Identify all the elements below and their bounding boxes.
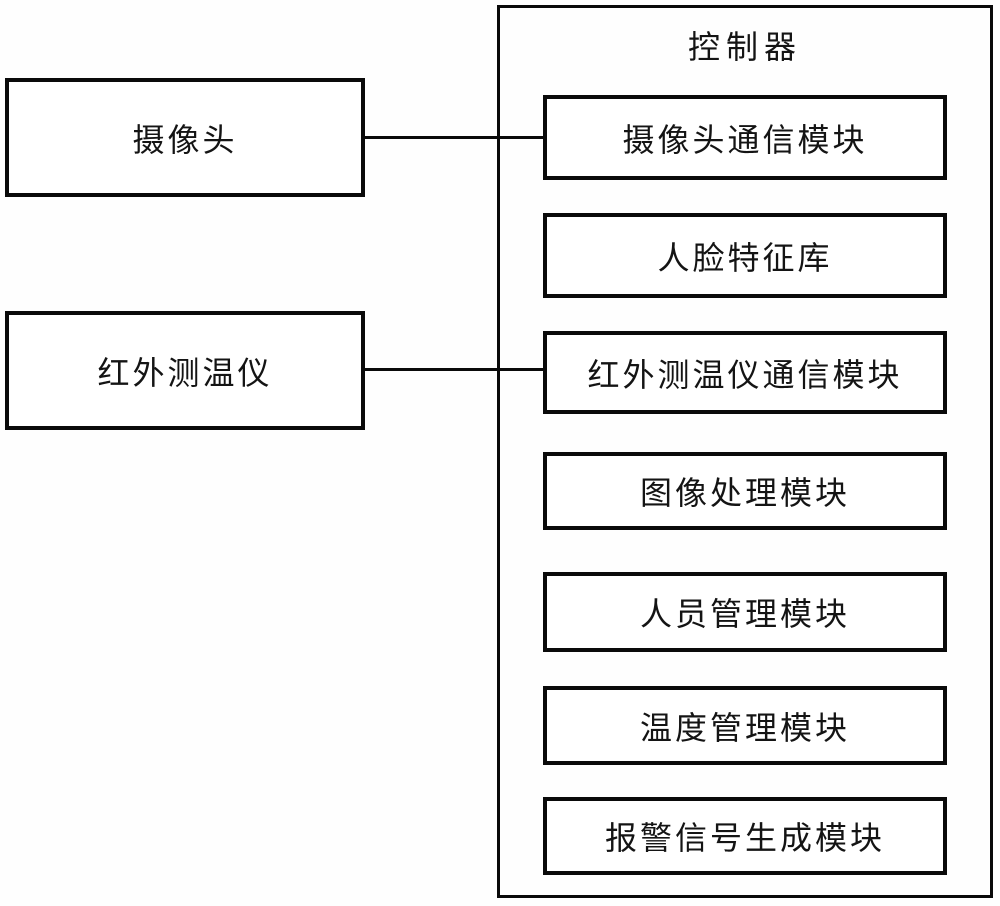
module-box-infrared-communication: 红外测温仪通信模块: [543, 331, 947, 414]
module-box-alarm-signal-generation: 报警信号生成模块: [543, 797, 947, 875]
module-label-temperature-management: 温度管理模块: [639, 709, 850, 746]
module-box-temperature-management: 温度管理模块: [543, 686, 947, 765]
module-label-infrared-communication: 红外测温仪通信模块: [587, 356, 903, 393]
connector-line-infrared-to-module: [365, 368, 543, 371]
controller-title: 控制器: [687, 29, 802, 65]
device-box-infrared-thermometer: 红外测温仪: [5, 311, 365, 430]
module-box-personnel-management: 人员管理模块: [543, 572, 947, 652]
module-box-face-feature-library: 人脸特征库: [543, 213, 947, 298]
module-box-camera-communication: 摄像头通信模块: [543, 95, 947, 180]
module-box-image-processing: 图像处理模块: [543, 452, 947, 530]
device-label-camera: 摄像头: [132, 121, 238, 158]
module-label-alarm-signal-generation: 报警信号生成模块: [604, 820, 885, 856]
module-label-personnel-management: 人员管理模块: [639, 596, 850, 632]
device-label-infrared-thermometer: 红外测温仪: [97, 354, 273, 391]
controller-container-box: 控制器: [497, 5, 993, 898]
module-label-image-processing: 图像处理模块: [639, 475, 850, 511]
connector-line-camera-to-module: [365, 136, 543, 139]
module-label-camera-communication: 摄像头通信模块: [622, 121, 868, 158]
device-box-camera: 摄像头: [5, 78, 365, 197]
module-label-face-feature-library: 人脸特征库: [657, 239, 833, 276]
